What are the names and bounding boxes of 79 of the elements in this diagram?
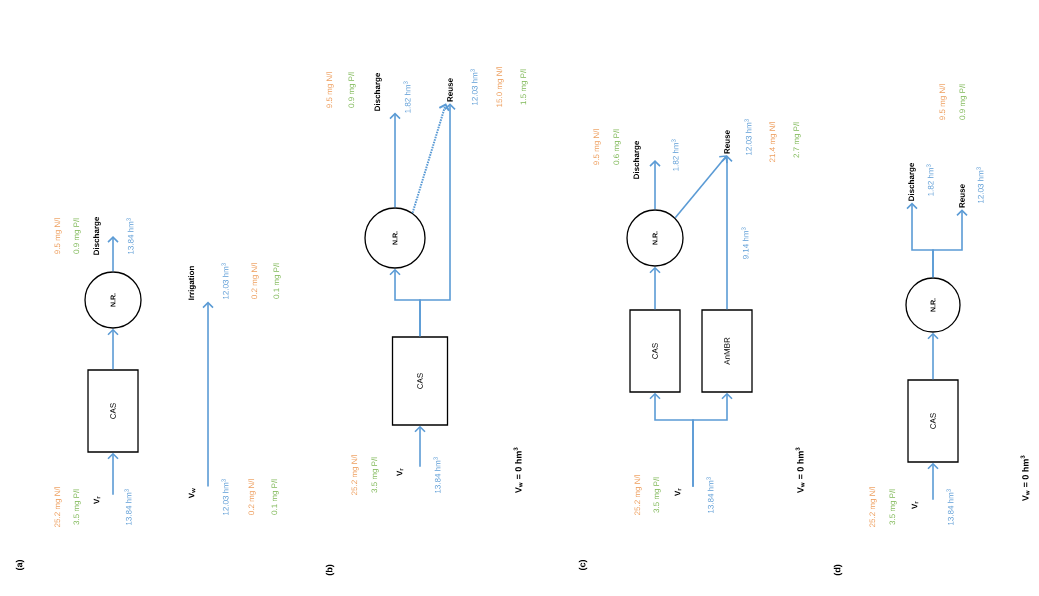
value-label: 1.82 hm$^{3}$ bbox=[926, 164, 934, 196]
process-box: CAS bbox=[87, 369, 139, 453]
value-label: 3.5 mg P/l bbox=[889, 489, 897, 525]
flow-label: V$_{r}$ bbox=[93, 496, 101, 505]
arrow bbox=[107, 328, 119, 371]
value-label: 2.7 mg P/l bbox=[793, 122, 801, 158]
flow-label: Discharge bbox=[633, 140, 641, 179]
value-label: 0.1 mg P/l bbox=[273, 263, 281, 299]
value-label: 9.5 mg N/l bbox=[939, 84, 947, 120]
flow-label: Discharge bbox=[93, 216, 101, 255]
process-box: CAS bbox=[391, 336, 449, 426]
dotted-arrow bbox=[411, 103, 450, 214]
volume-label: V$_{w}$ = 0 hm$^{3}$ bbox=[513, 447, 523, 494]
arrow bbox=[649, 160, 661, 211]
value-label: 0.9 mg P/l bbox=[73, 218, 81, 254]
flow-label: Reuse bbox=[447, 78, 453, 102]
arrow bbox=[389, 112, 401, 209]
value-label: 1.82 hm$^{3}$ bbox=[403, 81, 411, 113]
flow-label: V$_{r}$ bbox=[911, 501, 919, 510]
value-label: 13.84 hm$^{3}$ bbox=[433, 457, 441, 493]
arrow bbox=[202, 301, 214, 488]
arrow bbox=[107, 452, 119, 496]
panel-label: (a) bbox=[15, 559, 25, 571]
value-label: 12.03 hm$^{3}$ bbox=[221, 479, 229, 515]
arrow bbox=[674, 155, 728, 219]
value-label: 13.84 hm$^{3}$ bbox=[126, 218, 134, 254]
arrow bbox=[692, 392, 733, 488]
value-label: 12.03 hm$^{3}$ bbox=[744, 119, 752, 155]
flow-label: Reuse bbox=[959, 184, 965, 208]
value-label: 9.5 mg N/l bbox=[54, 218, 62, 254]
flow-label: V$_{w}$ bbox=[188, 488, 196, 499]
value-label: 0.2 mg N/l bbox=[248, 479, 256, 515]
arrow bbox=[927, 332, 939, 381]
value-label: 3.5 mg P/l bbox=[73, 489, 81, 525]
value-label: 13.84 hm$^{3}$ bbox=[706, 477, 714, 513]
value-label: 25.2 mg N/l bbox=[54, 487, 62, 528]
value-label: 9.5 mg N/l bbox=[593, 129, 601, 165]
value-label: 3.5 mg P/l bbox=[653, 477, 661, 513]
value-label: 3.5 mg P/l bbox=[371, 457, 379, 493]
flow-label: Irrigation bbox=[188, 266, 196, 300]
flow-label: V$_{r}$ bbox=[396, 468, 404, 477]
arrow bbox=[419, 103, 456, 338]
value-label: 0.2 mg N/l bbox=[251, 263, 259, 299]
arrow bbox=[932, 209, 968, 279]
flow-label: Discharge bbox=[374, 72, 382, 111]
edge-label: 9.14 hm$^{3}$ bbox=[740, 225, 750, 261]
value-label: 15.0 mg N/l bbox=[496, 67, 504, 107]
process-box: CAS bbox=[629, 309, 681, 393]
flow-label: Reuse bbox=[724, 130, 730, 154]
volume-label: V$_{w}$ = 0 hm$^{3}$ bbox=[1020, 455, 1030, 502]
value-label: 1.82 hm$^{3}$ bbox=[671, 139, 679, 171]
value-label: 0.1 mg P/l bbox=[271, 479, 279, 515]
flow-label: V$_{r}$ bbox=[674, 488, 682, 497]
value-label: 12.03 hm$^{3}$ bbox=[221, 263, 229, 299]
value-label: 12.03 hm$^{3}$ bbox=[470, 69, 478, 105]
value-label: 1.5 mg P/l bbox=[520, 69, 528, 105]
value-label: 25.2 mg N/l bbox=[634, 475, 642, 516]
value-label: 12.03 hm$^{3}$ bbox=[976, 167, 984, 203]
value-label: 0.9 mg P/l bbox=[959, 84, 967, 120]
value-label: 25.2 mg N/l bbox=[351, 455, 359, 496]
value-label: 25.2 mg N/l bbox=[869, 487, 877, 528]
process-box: CAS bbox=[907, 379, 959, 463]
process-box: AnMBR bbox=[701, 309, 753, 393]
panel-label: (d) bbox=[833, 564, 843, 576]
panel-label: (b) bbox=[325, 564, 335, 576]
value-label: 9.5 mg N/l bbox=[326, 72, 334, 108]
arrow bbox=[107, 236, 119, 273]
value-label: 0.9 mg P/l bbox=[348, 72, 356, 108]
arrow bbox=[649, 266, 661, 311]
value-label: 0.6 mg P/l bbox=[613, 129, 621, 165]
arrow bbox=[927, 462, 939, 501]
arrow bbox=[721, 155, 733, 311]
value-label: 13.84 hm$^{3}$ bbox=[946, 489, 954, 525]
panel-label: (c) bbox=[578, 559, 588, 571]
arrow bbox=[414, 425, 426, 468]
value-label: 13.84 hm$^{3}$ bbox=[124, 489, 132, 525]
volume-label: V$_{w}$ = 0 hm$^{3}$ bbox=[795, 447, 805, 494]
value-label: 21.4 mg N/l bbox=[769, 122, 777, 163]
flow-label: Discharge bbox=[908, 162, 916, 201]
